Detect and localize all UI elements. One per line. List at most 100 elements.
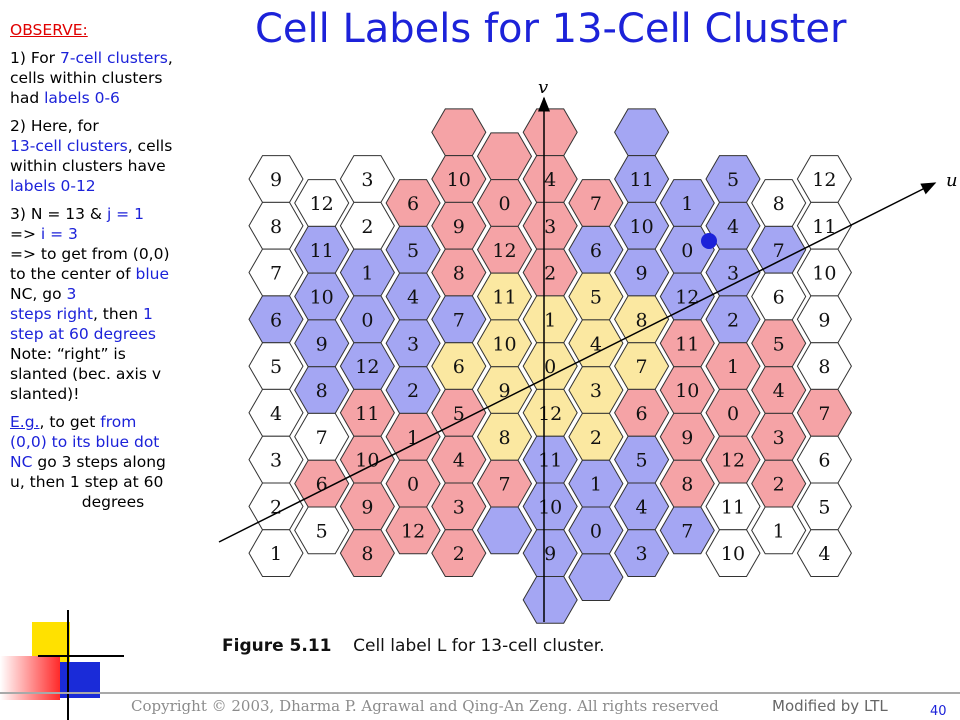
footer-divider (0, 692, 960, 694)
note3-g: blue (135, 265, 170, 283)
cell-label: 5 (407, 240, 419, 262)
cell-label: 8 (773, 193, 785, 215)
u-axis (218, 182, 937, 543)
hex-cell (385, 506, 441, 555)
cell-label: 3 (636, 543, 648, 565)
cell-label: 9 (270, 169, 282, 191)
cell-label: 12 (401, 520, 425, 542)
note-point-4: E.g., to get from (0,0) to its blue dot … (10, 412, 216, 512)
note4-g: u, then 1 step at 60 (10, 473, 164, 491)
note1-b: 7-cell clusters (59, 49, 168, 67)
hex-cell (796, 529, 852, 577)
cell-label: 6 (818, 450, 830, 472)
note-point-1: 1) For 7-cell clusters, cells within clu… (10, 48, 216, 108)
cell-label: 8 (316, 380, 328, 402)
cell-label: 1 (361, 263, 373, 285)
u-axis-label: u (946, 170, 958, 191)
v-axis-label: v (538, 77, 548, 98)
cell-label: 12 (812, 169, 836, 191)
cell-label: 11 (538, 450, 562, 472)
deco-vertical-line (67, 610, 69, 720)
cell-label: 4 (636, 496, 648, 518)
cell-label: 0 (361, 309, 373, 331)
cell-label: 2 (590, 427, 602, 449)
cell-label: 3 (361, 169, 373, 191)
cell-label: 10 (812, 263, 836, 285)
cell-label: 10 (538, 496, 562, 518)
cell-label: 11 (355, 403, 379, 425)
cell-label: 4 (590, 333, 602, 355)
cell-label: 2 (453, 543, 465, 565)
cell-label: 0 (407, 474, 419, 496)
note3-i: 3 (66, 285, 77, 303)
note1-f: labels 0-6 (44, 89, 120, 107)
cell-label: 1 (773, 520, 785, 542)
note3-o: slanted (bec. axis v (10, 365, 162, 383)
cell-label: 10 (310, 287, 334, 309)
note4-a: E.g. (10, 413, 40, 431)
cell-label: 1 (590, 474, 602, 496)
cell-label: 6 (270, 309, 282, 331)
note2-c: , cells (127, 137, 173, 155)
note3-j: steps right (10, 305, 93, 323)
cell-label: 5 (773, 333, 785, 355)
cell-label: 6 (773, 287, 785, 309)
cell-label: 12 (538, 403, 562, 425)
figure-caption: Figure 5.11 Cell label L for 13-cell clu… (222, 636, 605, 656)
cell-label: 12 (355, 356, 379, 378)
cell-label: 10 (355, 450, 379, 472)
note3-m: step at 60 degrees (10, 325, 157, 343)
blue-dot-marker (701, 233, 717, 249)
observe-label: OBSERVE: (10, 21, 88, 39)
cell-label: 8 (453, 263, 465, 285)
hex-cell (614, 529, 670, 577)
hex-grid: 9876543211211109876532101211109865432101… (248, 108, 852, 624)
edge-cell (614, 108, 670, 157)
cell-label: 3 (270, 450, 282, 472)
cell-label: 7 (453, 309, 465, 331)
cell-label: 9 (361, 496, 373, 518)
cell-label: 8 (270, 216, 282, 238)
note3-p: slanted)! (10, 385, 80, 403)
hex-cell (476, 459, 533, 508)
cell-label: 5 (818, 496, 830, 518)
note4-h: degrees (81, 493, 145, 511)
cell-label: 12 (492, 240, 516, 262)
cell-label: 7 (818, 403, 830, 425)
hex-cell (751, 506, 807, 555)
note4-f: go 3 steps along (32, 453, 166, 471)
cell-label: 6 (316, 474, 328, 496)
cell-label: 11 (721, 496, 745, 518)
note2-e: labels 0-12 (10, 177, 96, 195)
cell-label: 3 (773, 427, 785, 449)
cell-label: 4 (818, 543, 830, 565)
cell-label: 7 (498, 474, 510, 496)
cell-label: 10 (721, 543, 745, 565)
observation-notes: OBSERVE: 1) For 7-cell clusters, cells w… (10, 20, 216, 640)
edge-cell (522, 108, 578, 157)
cell-label: 4 (270, 403, 282, 425)
note1-c: , (167, 49, 173, 67)
cell-label: 2 (361, 216, 373, 238)
cell-label: 8 (361, 543, 373, 565)
edge-cell (476, 506, 533, 555)
cell-label: 3 (727, 263, 739, 285)
deco-horizontal-line (38, 655, 124, 657)
cell-label: 5 (270, 356, 282, 378)
cell-label: 10 (447, 169, 471, 191)
hex-cell (339, 529, 395, 577)
cell-label: 0 (590, 520, 602, 542)
cell-label: 11 (630, 169, 654, 191)
cell-label: 8 (498, 427, 510, 449)
hex-cell (705, 529, 761, 577)
cell-label: 4 (453, 450, 465, 472)
note3-e: => to get from (0,0) (10, 245, 170, 263)
note3-a: 3) N = 13 & (10, 205, 107, 223)
cell-label: 11 (675, 333, 699, 355)
cell-label: 12 (675, 287, 699, 309)
note4-c: from (100, 413, 137, 431)
cell-label: 1 (270, 543, 282, 565)
cell-label: 4 (773, 380, 785, 402)
slide-title: Cell Labels for 13-Cell Cluster (255, 6, 847, 52)
